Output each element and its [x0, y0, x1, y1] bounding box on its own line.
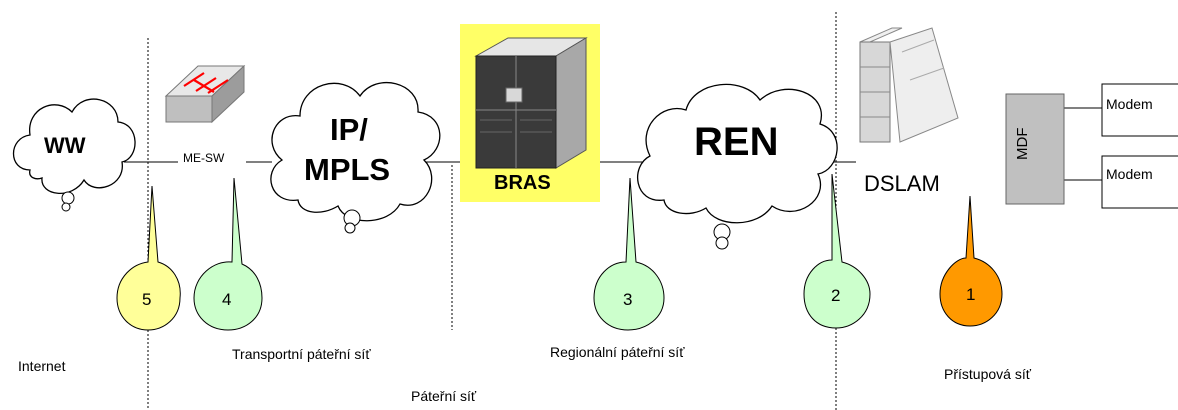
- marker-5: [116, 185, 181, 331]
- modem-box-1: [1101, 83, 1178, 137]
- segment-regional-label: Regionální páteřní síť: [550, 344, 685, 360]
- marker-3: [593, 177, 665, 331]
- modem-1-label: Modem: [1106, 96, 1153, 112]
- segment-access-label: Přístupová síť: [944, 366, 1031, 382]
- marker-2: [803, 173, 871, 329]
- cloud-ren-label: REN: [694, 120, 779, 164]
- cloud-internet-label: WW: [44, 133, 86, 158]
- marker-4: [193, 177, 263, 331]
- mdf-box: [1005, 93, 1065, 205]
- bras-label: BRAS: [494, 172, 551, 194]
- cloud-mpls-label: MPLS: [304, 152, 391, 187]
- marker-1-number: 1: [966, 285, 976, 304]
- segment-transport-label: Transportní páteřní síť: [232, 346, 371, 362]
- switch-label: ME-SW: [183, 151, 225, 165]
- cloud-ren: [637, 83, 838, 250]
- segment-internet-label: Internet: [18, 358, 66, 374]
- marker-4-number: 4: [222, 290, 232, 309]
- bras-server-icon: [474, 37, 588, 169]
- modem-box-2: [1101, 155, 1178, 209]
- cloud-ip-label: IP/: [330, 112, 368, 147]
- marker-3-number: 3: [623, 290, 633, 309]
- marker-1: [939, 195, 1003, 327]
- segment-backbone-label: Páteřní síť: [411, 388, 477, 404]
- marker-2-number: 2: [831, 286, 841, 305]
- cloud-ip-mpls: [270, 81, 441, 234]
- dslam-icon: [859, 27, 959, 143]
- modem-2-label: Modem: [1106, 166, 1153, 182]
- marker-5-number: 5: [142, 290, 152, 309]
- switch-icon: [164, 64, 246, 124]
- cloud-internet: [13, 98, 136, 212]
- dslam-label: DSLAM: [864, 171, 940, 196]
- mdf-label: MDF: [1014, 127, 1031, 161]
